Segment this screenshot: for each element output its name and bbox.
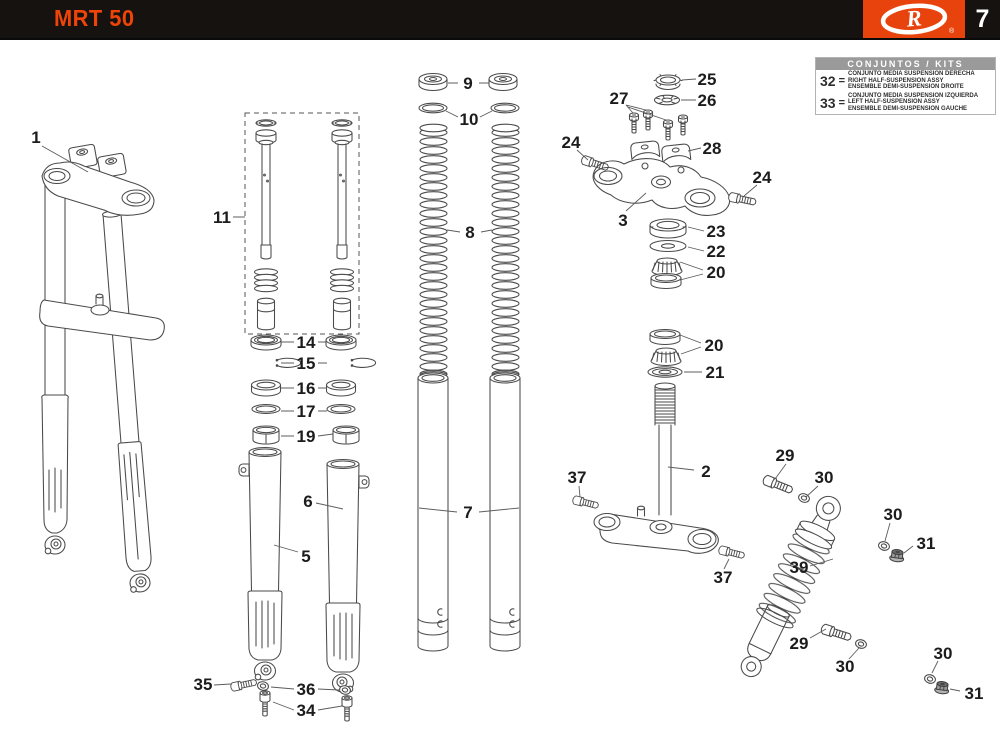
callout-24-left: 24 [562, 133, 581, 152]
callout-30-bottom-left: 30 [836, 657, 855, 676]
callout-11: 11 [213, 208, 231, 227]
kit-line: ENSEMBLE DEMI-SUSPENSION DROITE [848, 84, 964, 91]
callout-7: 7 [463, 503, 472, 522]
callout-30-bottom-right: 30 [934, 644, 953, 663]
registered-mark: ® [949, 27, 955, 35]
callout-24-right: 24 [753, 168, 772, 187]
callout-10: 10 [460, 110, 479, 129]
part-5-left-leg-drawing [238, 446, 283, 681]
part-20-lower-bearing-drawing [649, 328, 682, 367]
callout-34: 34 [297, 701, 316, 720]
callout-23: 23 [707, 222, 726, 241]
part-39-shock-absorber-drawing [740, 495, 841, 678]
callout-31-mid: 31 [917, 534, 936, 553]
page-title: MRT 50 [54, 5, 135, 31]
part-26-washer-drawing [653, 94, 681, 106]
callout-35: 35 [194, 675, 213, 694]
callout-3: 3 [618, 211, 627, 230]
kit-number: 33 [820, 94, 836, 111]
callout-31-bottom: 31 [965, 684, 984, 703]
part-2-steering-stem-drawing [593, 382, 719, 554]
callout-5: 5 [301, 547, 310, 566]
page-number: 7 [975, 4, 990, 33]
part-23-ring-nut-drawing [649, 218, 687, 239]
kits-row-33: 33 = CONJUNTO MEDIA SUSPENSION IZQUIERDA… [816, 92, 995, 114]
callout-22: 22 [707, 242, 726, 261]
callout-27: 27 [610, 89, 629, 108]
callout-26: 26 [698, 91, 717, 110]
callout-29-bottom: 29 [790, 634, 809, 653]
part-8-springs-drawing [419, 123, 520, 379]
callout-28: 28 [703, 139, 722, 158]
kit-line: CONJUNTO MEDIA SUSPENSION DERECHA [848, 71, 975, 77]
callout-16: 16 [297, 379, 316, 398]
callout-37-left: 37 [568, 468, 587, 487]
callout-21: 21 [706, 363, 725, 382]
part-31-nuts-drawing [888, 548, 951, 696]
callout-20-upper: 20 [707, 263, 726, 282]
kit-number: 32 [820, 72, 836, 89]
callout-29-top: 29 [776, 446, 795, 465]
part-22-washer-drawing [649, 239, 687, 253]
part-3-top-triple-clamp-drawing [592, 158, 731, 216]
part-27-screws-drawing [628, 109, 689, 141]
callout-2: 2 [701, 462, 710, 481]
brand-logo: R ® [863, 0, 965, 38]
callout-30-mid: 30 [884, 505, 903, 524]
callout-25: 25 [698, 70, 717, 89]
kits-table: CONJUNTOS / KITS 32 = CONJUNTO MEDIA SUS… [815, 57, 996, 115]
callout-6: 6 [303, 492, 312, 511]
callout-20-lower: 20 [705, 336, 724, 355]
part-6-right-leg-drawing [325, 458, 370, 693]
part-20-upper-bearing-drawing [650, 257, 683, 290]
kits-row-32: 32 = CONJUNTO MEDIA SUSPENSION DERECHA R… [816, 70, 995, 92]
callout-39: 39 [790, 558, 809, 577]
callout-1: 1 [31, 128, 40, 147]
callout-15: 15 [297, 354, 316, 373]
part-35-screw-drawing [229, 677, 258, 693]
callout-36: 36 [297, 680, 316, 699]
kit-line: LEFT HALF-SUSPENSION ASSY [848, 99, 940, 106]
part-21-seal-drawing [647, 366, 683, 378]
callout-labels: 1 11 14 15 16 17 19 6 5 35 36 34 9 10 8 … [31, 70, 983, 720]
brand-letter: R [904, 5, 922, 31]
callout-37-right: 37 [714, 568, 733, 587]
leader-lines [41, 78, 961, 711]
part-11-damper-kit-drawing [244, 112, 360, 335]
part-25-cap-nut-drawing [653, 73, 683, 91]
brand-logo-icon: R ® [880, 3, 955, 35]
equals-sign: = [838, 96, 846, 109]
equals-sign: = [838, 74, 846, 87]
part-30-washers-drawing [796, 491, 937, 686]
callout-8: 8 [465, 223, 474, 242]
kit-line: RIGHT HALF-SUSPENSION ASSY [848, 77, 944, 84]
callout-30-top: 30 [815, 468, 834, 487]
part-1-front-fork-assembly-drawing [39, 143, 165, 593]
kit-line: CONJUNTO MEDIA SUSPENSION IZQUIERDA [848, 92, 979, 99]
callout-14: 14 [297, 333, 316, 352]
callout-9: 9 [463, 74, 472, 93]
kits-table-title: CONJUNTOS / KITS [816, 58, 995, 70]
header-bar: MRT 50 R ® 7 [0, 0, 1000, 40]
callout-17: 17 [297, 402, 316, 421]
callout-19: 19 [297, 427, 316, 446]
kit-line: ENSEMBLE DEMI-SUSPENSION GAUCHE [848, 105, 968, 112]
